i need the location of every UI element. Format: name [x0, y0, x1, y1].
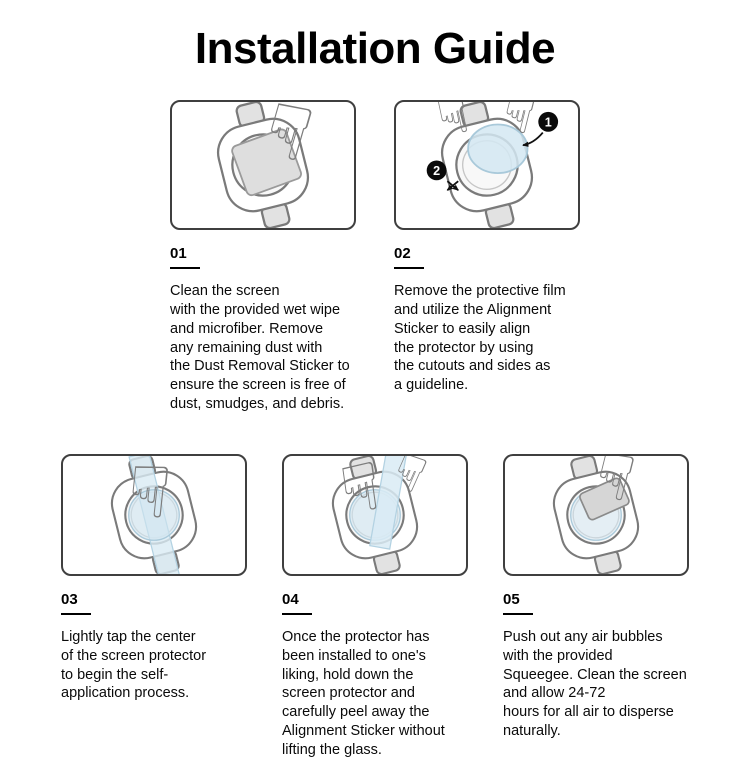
step-description: Remove the protective film and utilize t…	[394, 283, 566, 394]
step-number: 02	[394, 245, 411, 262]
step-number: 04	[282, 590, 299, 608]
steps-row-1: ☟ 01 Clean the screen with the provided …	[0, 100, 750, 414]
step-04: ☟ ☟ 04 Once the protector has been insta…	[282, 453, 468, 760]
protective-film-icon	[467, 123, 529, 174]
screen-protector-icon	[128, 488, 180, 541]
step-number-underline	[61, 612, 91, 615]
step-05-illustration: ☟	[505, 455, 687, 574]
step-number-underline	[394, 267, 424, 269]
step-number-underline	[170, 267, 200, 269]
page-title: Installation Guide	[194, 24, 556, 73]
step-02-illustration-box: ☟ ☟ 1 2	[394, 100, 580, 230]
step-02: ☟ ☟ 1 2 02 Remove the protective film an…	[394, 100, 580, 395]
step-number: 03	[61, 590, 78, 608]
step-05: ☟ 05 Push out any air bubbles with the p…	[503, 453, 689, 741]
step-badge-1	[538, 111, 559, 132]
step-01-illustration: ☟	[172, 102, 322, 228]
step-05-illustration-box: ☟	[503, 453, 689, 576]
wipe-cloth-icon	[231, 128, 302, 197]
squeegee-icon	[579, 477, 630, 521]
step-number: 01	[170, 245, 187, 262]
hand-icon: ☟	[335, 456, 385, 529]
step-description: Once the protector has been installed to…	[282, 628, 445, 758]
step-description: Push out any air bubbles with the provid…	[503, 628, 687, 740]
step-03: ☟ 03 Lightly tap the center of the scree…	[61, 453, 247, 703]
hand-icon: ☟	[255, 102, 322, 180]
arrow-icon	[446, 180, 459, 191]
step-02-illustration: ☟ ☟ 1 2	[426, 102, 559, 228]
step-01-illustration-box: ☟	[170, 100, 356, 230]
alignment-sticker-icon	[369, 455, 409, 550]
step-number-underline	[282, 612, 312, 615]
step-04-illustration: ☟ ☟	[284, 455, 434, 574]
step-number-underline	[503, 612, 533, 615]
step-04-illustration-box: ☟ ☟	[282, 453, 468, 576]
step-badge-2	[426, 160, 447, 181]
steps-row-2: ☟ 03 Lightly tap the center of the scree…	[0, 453, 750, 760]
hand-icon: ☟	[123, 456, 175, 535]
step-number: 05	[503, 590, 520, 608]
step-03-illustration-box: ☟	[61, 453, 247, 576]
step-badge-1-label: 1	[545, 115, 552, 129]
step-03-illustration: ☟	[63, 455, 245, 574]
step-description: Lightly tap the center of the screen pro…	[61, 628, 207, 702]
step-description: Clean the screen with the provided wet w…	[170, 283, 350, 413]
step-01: ☟ 01 Clean the screen with the provided …	[170, 100, 356, 414]
step-badge-2-label: 2	[433, 164, 440, 178]
arrow-icon	[522, 132, 544, 147]
